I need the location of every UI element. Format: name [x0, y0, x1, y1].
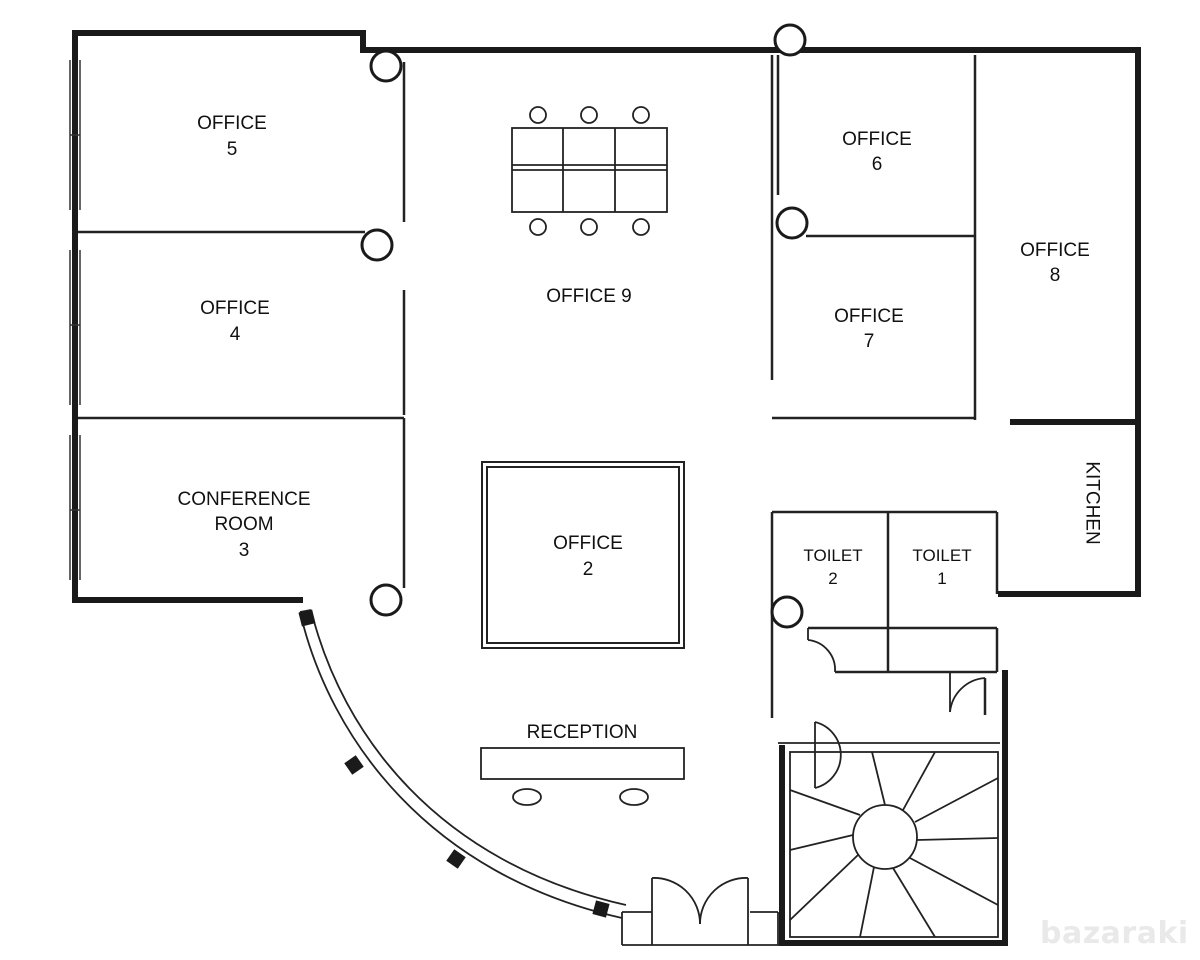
svg-text:5: 5: [227, 139, 238, 160]
meeting-chairs: [529, 106, 650, 236]
column: [369, 583, 403, 617]
column: [369, 49, 403, 83]
room-label-conference-room-3: CONFERENCE ROOM 3: [177, 489, 310, 561]
room-label-office-7: OFFICE 7: [834, 306, 904, 352]
room-label-office-5: OFFICE 5: [197, 113, 267, 160]
svg-text:ROOM: ROOM: [214, 514, 273, 535]
room-label-office-6: OFFICE 6: [842, 129, 912, 175]
svg-text:OFFICE 9: OFFICE 9: [546, 286, 632, 307]
svg-text:6: 6: [872, 154, 883, 175]
svg-text:1: 1: [937, 569, 946, 588]
svg-text:7: 7: [864, 331, 875, 352]
outer-walls: [72, 30, 1141, 946]
stair-door: [814, 721, 842, 789]
svg-text:OFFICE: OFFICE: [1020, 240, 1090, 261]
entrance-frame: [621, 911, 780, 946]
toilet-doors: [807, 628, 986, 713]
facade-posts: [298, 609, 610, 918]
svg-text:OFFICE: OFFICE: [200, 298, 270, 319]
column: [775, 206, 809, 240]
column: [360, 228, 394, 262]
svg-text:OFFICE: OFFICE: [553, 533, 623, 554]
room-label-office-2: OFFICE 2: [553, 533, 623, 580]
svg-text:OFFICE: OFFICE: [834, 306, 904, 327]
room-label-office-9: OFFICE 9: [546, 286, 632, 307]
column: [773, 23, 807, 57]
column: [770, 595, 804, 629]
staircase: [778, 742, 1000, 938]
svg-text:OFFICE: OFFICE: [842, 129, 912, 150]
room-label-office-4: OFFICE 4: [200, 298, 270, 345]
svg-text:3: 3: [239, 540, 250, 561]
svg-text:CONFERENCE: CONFERENCE: [177, 489, 310, 510]
svg-text:2: 2: [828, 569, 837, 588]
meeting-table: [511, 127, 668, 213]
svg-text:KITCHEN: KITCHEN: [1082, 461, 1103, 544]
room-label-reception: RECEPTION: [527, 722, 638, 743]
svg-text:8: 8: [1050, 265, 1061, 286]
reception-desk: [480, 747, 685, 780]
room-label-toilet-2: TOILET 2: [803, 546, 862, 588]
entrance-door: [651, 877, 749, 945]
reception-seats: [512, 788, 649, 806]
svg-text:RECEPTION: RECEPTION: [527, 722, 638, 743]
svg-text:OFFICE: OFFICE: [197, 113, 267, 134]
svg-text:4: 4: [230, 324, 241, 345]
office-2-walls: [481, 461, 685, 649]
room-label-office-8: OFFICE 8: [1020, 240, 1090, 286]
columns: [360, 23, 809, 629]
watermark-logo: bazaraki: [1040, 916, 1189, 951]
svg-text:2: 2: [583, 559, 594, 580]
room-label-toilet-1: TOILET 1: [912, 546, 971, 588]
left-windows: [69, 60, 81, 580]
room-label-kitchen: KITCHEN: [1082, 461, 1103, 544]
svg-text:TOILET: TOILET: [912, 546, 971, 565]
svg-text:TOILET: TOILET: [803, 546, 862, 565]
